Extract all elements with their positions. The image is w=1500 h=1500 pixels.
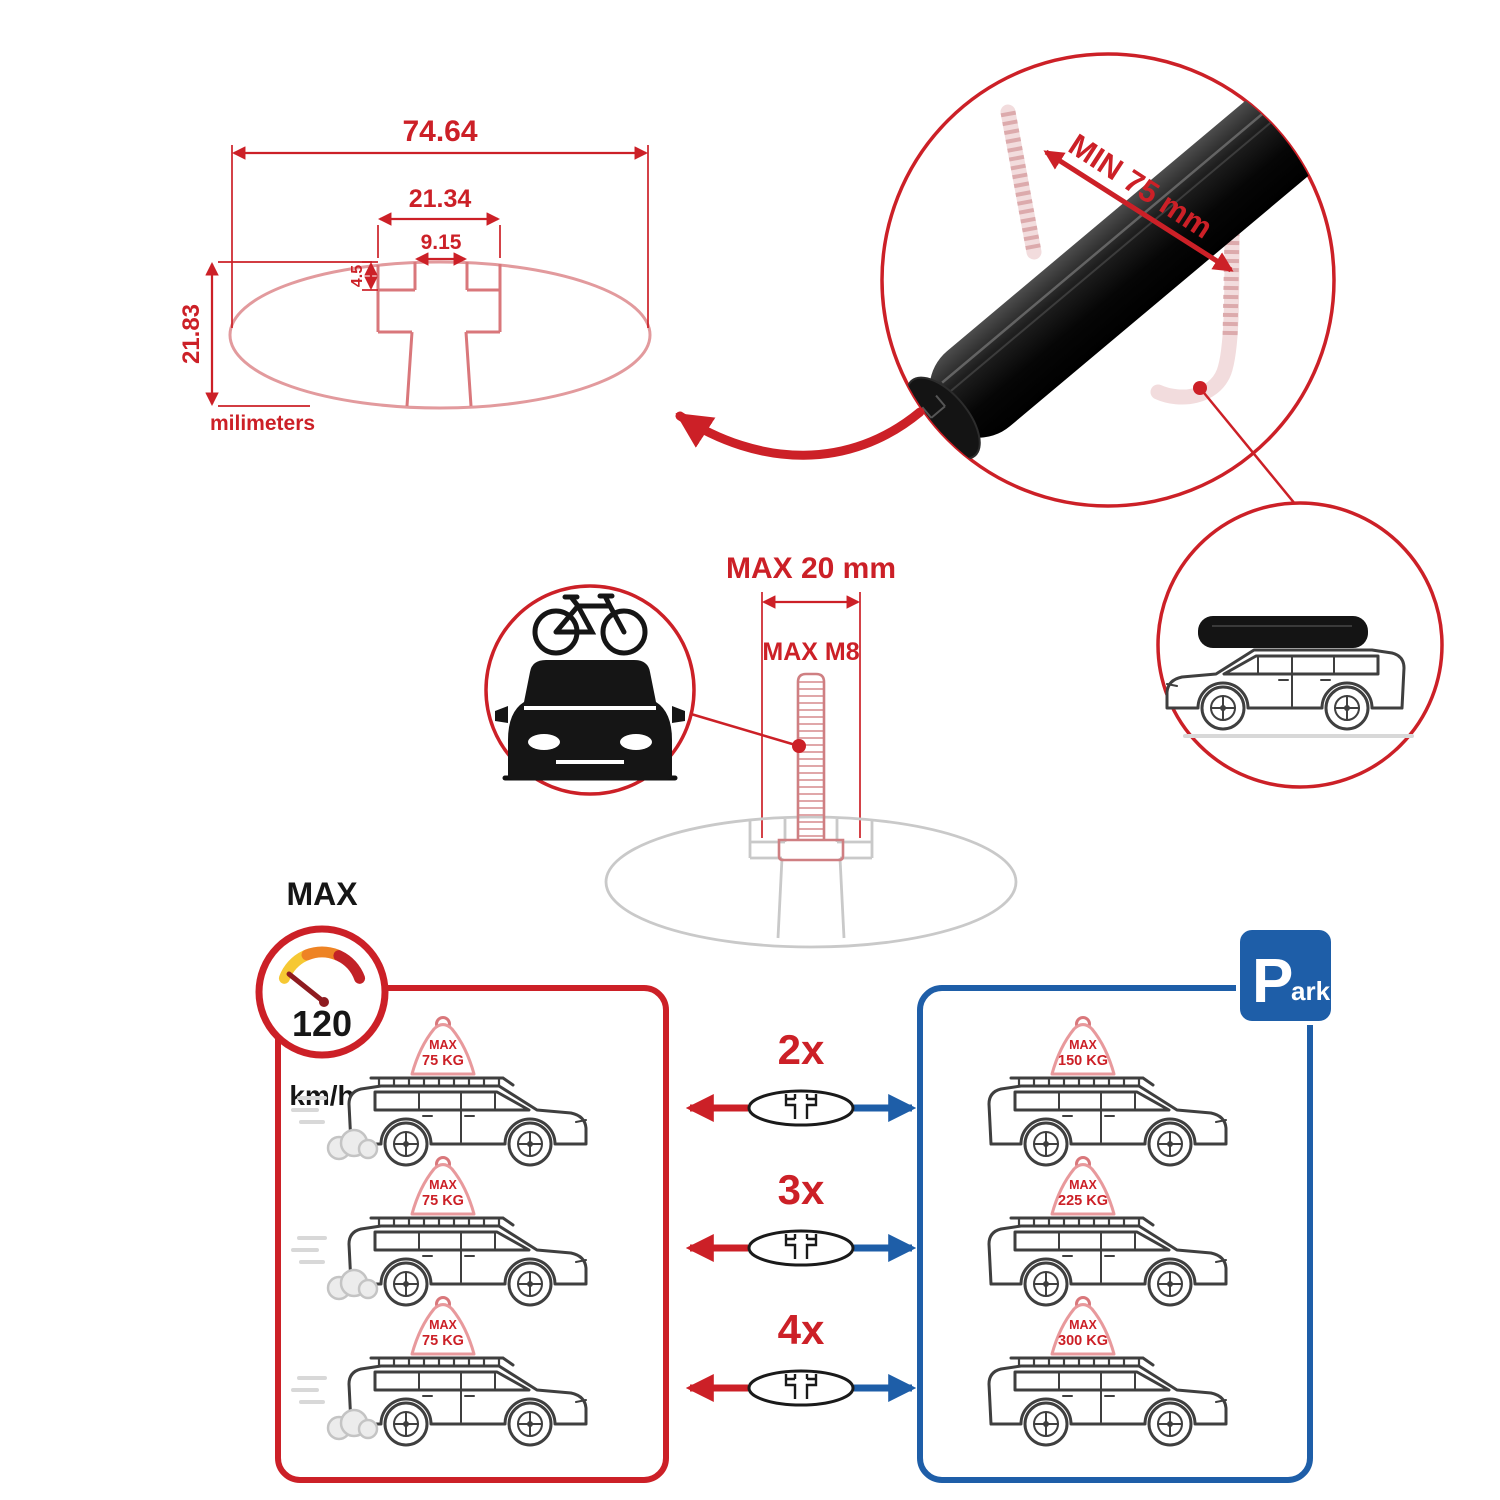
- slot-opening-value: 9.15: [421, 231, 462, 254]
- ghost-profile: [604, 815, 1018, 949]
- cone-max-label: MAX: [429, 1038, 457, 1052]
- cone-load-value: 75 KG: [422, 1193, 464, 1209]
- driving-car-row-3: MAX 75 KG: [291, 1296, 588, 1447]
- load-cone-badge: MAX 75 KG: [410, 1016, 476, 1076]
- bolt-diagram: MAX 20 mm MAX M8: [604, 552, 1018, 949]
- speed-value: 120: [292, 1003, 352, 1044]
- bike-car-circle: [484, 584, 696, 796]
- cone-load-value: 150 KG: [1058, 1053, 1108, 1069]
- suv-roofbox-circle: [1156, 501, 1444, 789]
- driving-car-row-1: MAX 75 KG: [291, 1016, 588, 1167]
- load-cone-badge: MAX 75 KG: [410, 1296, 476, 1356]
- car-front-icon: [495, 660, 685, 781]
- profile-t-slot: [376, 262, 502, 407]
- park-sign: P ark: [1236, 926, 1335, 1025]
- lip-depth-value: 4.5: [349, 265, 366, 287]
- roof-cargo-box: [1198, 616, 1368, 648]
- cone-load-value: 225 KG: [1058, 1193, 1108, 1209]
- cone-load-value: 300 KG: [1058, 1333, 1108, 1349]
- cone-max-label: MAX: [429, 1178, 457, 1192]
- total-height-value: 21.83: [178, 304, 205, 364]
- quantity-label: 2x: [778, 1026, 825, 1073]
- load-cone-badge: MAX 150 KG: [1050, 1016, 1116, 1076]
- quantity-label: 4x: [778, 1306, 825, 1353]
- leader-line: [690, 712, 800, 748]
- total-width-value: 74.64: [402, 115, 477, 148]
- bike-icon: [532, 593, 648, 656]
- crossbar-profile-icon: [747, 1369, 855, 1407]
- crossbar-profile-icon: [747, 1089, 855, 1127]
- quantity-row-3x: 3x: [685, 1166, 917, 1267]
- min-span-arrow: [1043, 149, 1234, 273]
- dimension-diagram: 74.64 21.34 9.15 4.5 21.83 milimeters: [178, 115, 652, 435]
- cone-max-label: MAX: [1069, 1318, 1097, 1332]
- bolt-point-dot: [792, 739, 806, 753]
- speed-limit-badge: MAX 120 km/h: [255, 876, 389, 1111]
- parked-car-row-2: MAX 225 KG: [987, 1156, 1228, 1307]
- speed-max-label: MAX: [286, 876, 358, 912]
- driving-car-row-2: MAX 75 KG: [291, 1156, 588, 1307]
- curved-pointer-arrow: [675, 407, 925, 460]
- units-label: milimeters: [210, 412, 315, 435]
- bolt-max-thread-label: MAX M8: [762, 638, 859, 666]
- gauge-icon: [278, 946, 366, 1007]
- parked-car-row-1: MAX 150 KG: [987, 1016, 1228, 1167]
- cone-max-label: MAX: [1069, 1038, 1097, 1052]
- crossbar-profile-icon: [747, 1229, 855, 1267]
- bolt-max-width-label: MAX 20 mm: [726, 552, 896, 585]
- profile-ellipse: [228, 260, 652, 410]
- quantity-label: 3x: [778, 1166, 825, 1213]
- quantity-row-2x: 2x: [685, 1026, 917, 1127]
- load-cone-badge: MAX 225 KG: [1050, 1156, 1116, 1216]
- connector-line: [1199, 387, 1301, 511]
- load-cone-badge: MAX 75 KG: [410, 1156, 476, 1216]
- parked-car-row-3: MAX 300 KG: [987, 1296, 1228, 1447]
- slot-outer-width-value: 21.34: [409, 185, 472, 213]
- park-sign-suffix: ark: [1291, 976, 1331, 1006]
- cone-load-value: 75 KG: [422, 1053, 464, 1069]
- park-sign-plate: [1236, 926, 1335, 1025]
- quantity-row-4x: 4x: [685, 1306, 917, 1407]
- speed-units: km/h: [289, 1080, 354, 1111]
- crossbar-detail-circle: MIN 75 mm: [880, 52, 1336, 508]
- t-bolt: [777, 672, 845, 862]
- cone-load-value: 75 KG: [422, 1333, 464, 1349]
- load-cone-badge: MAX 300 KG: [1050, 1296, 1116, 1356]
- cone-max-label: MAX: [429, 1318, 457, 1332]
- ghost-u-bolt-left: [1000, 104, 1042, 260]
- cone-max-label: MAX: [1069, 1178, 1097, 1192]
- park-sign-letter: P: [1252, 947, 1293, 1016]
